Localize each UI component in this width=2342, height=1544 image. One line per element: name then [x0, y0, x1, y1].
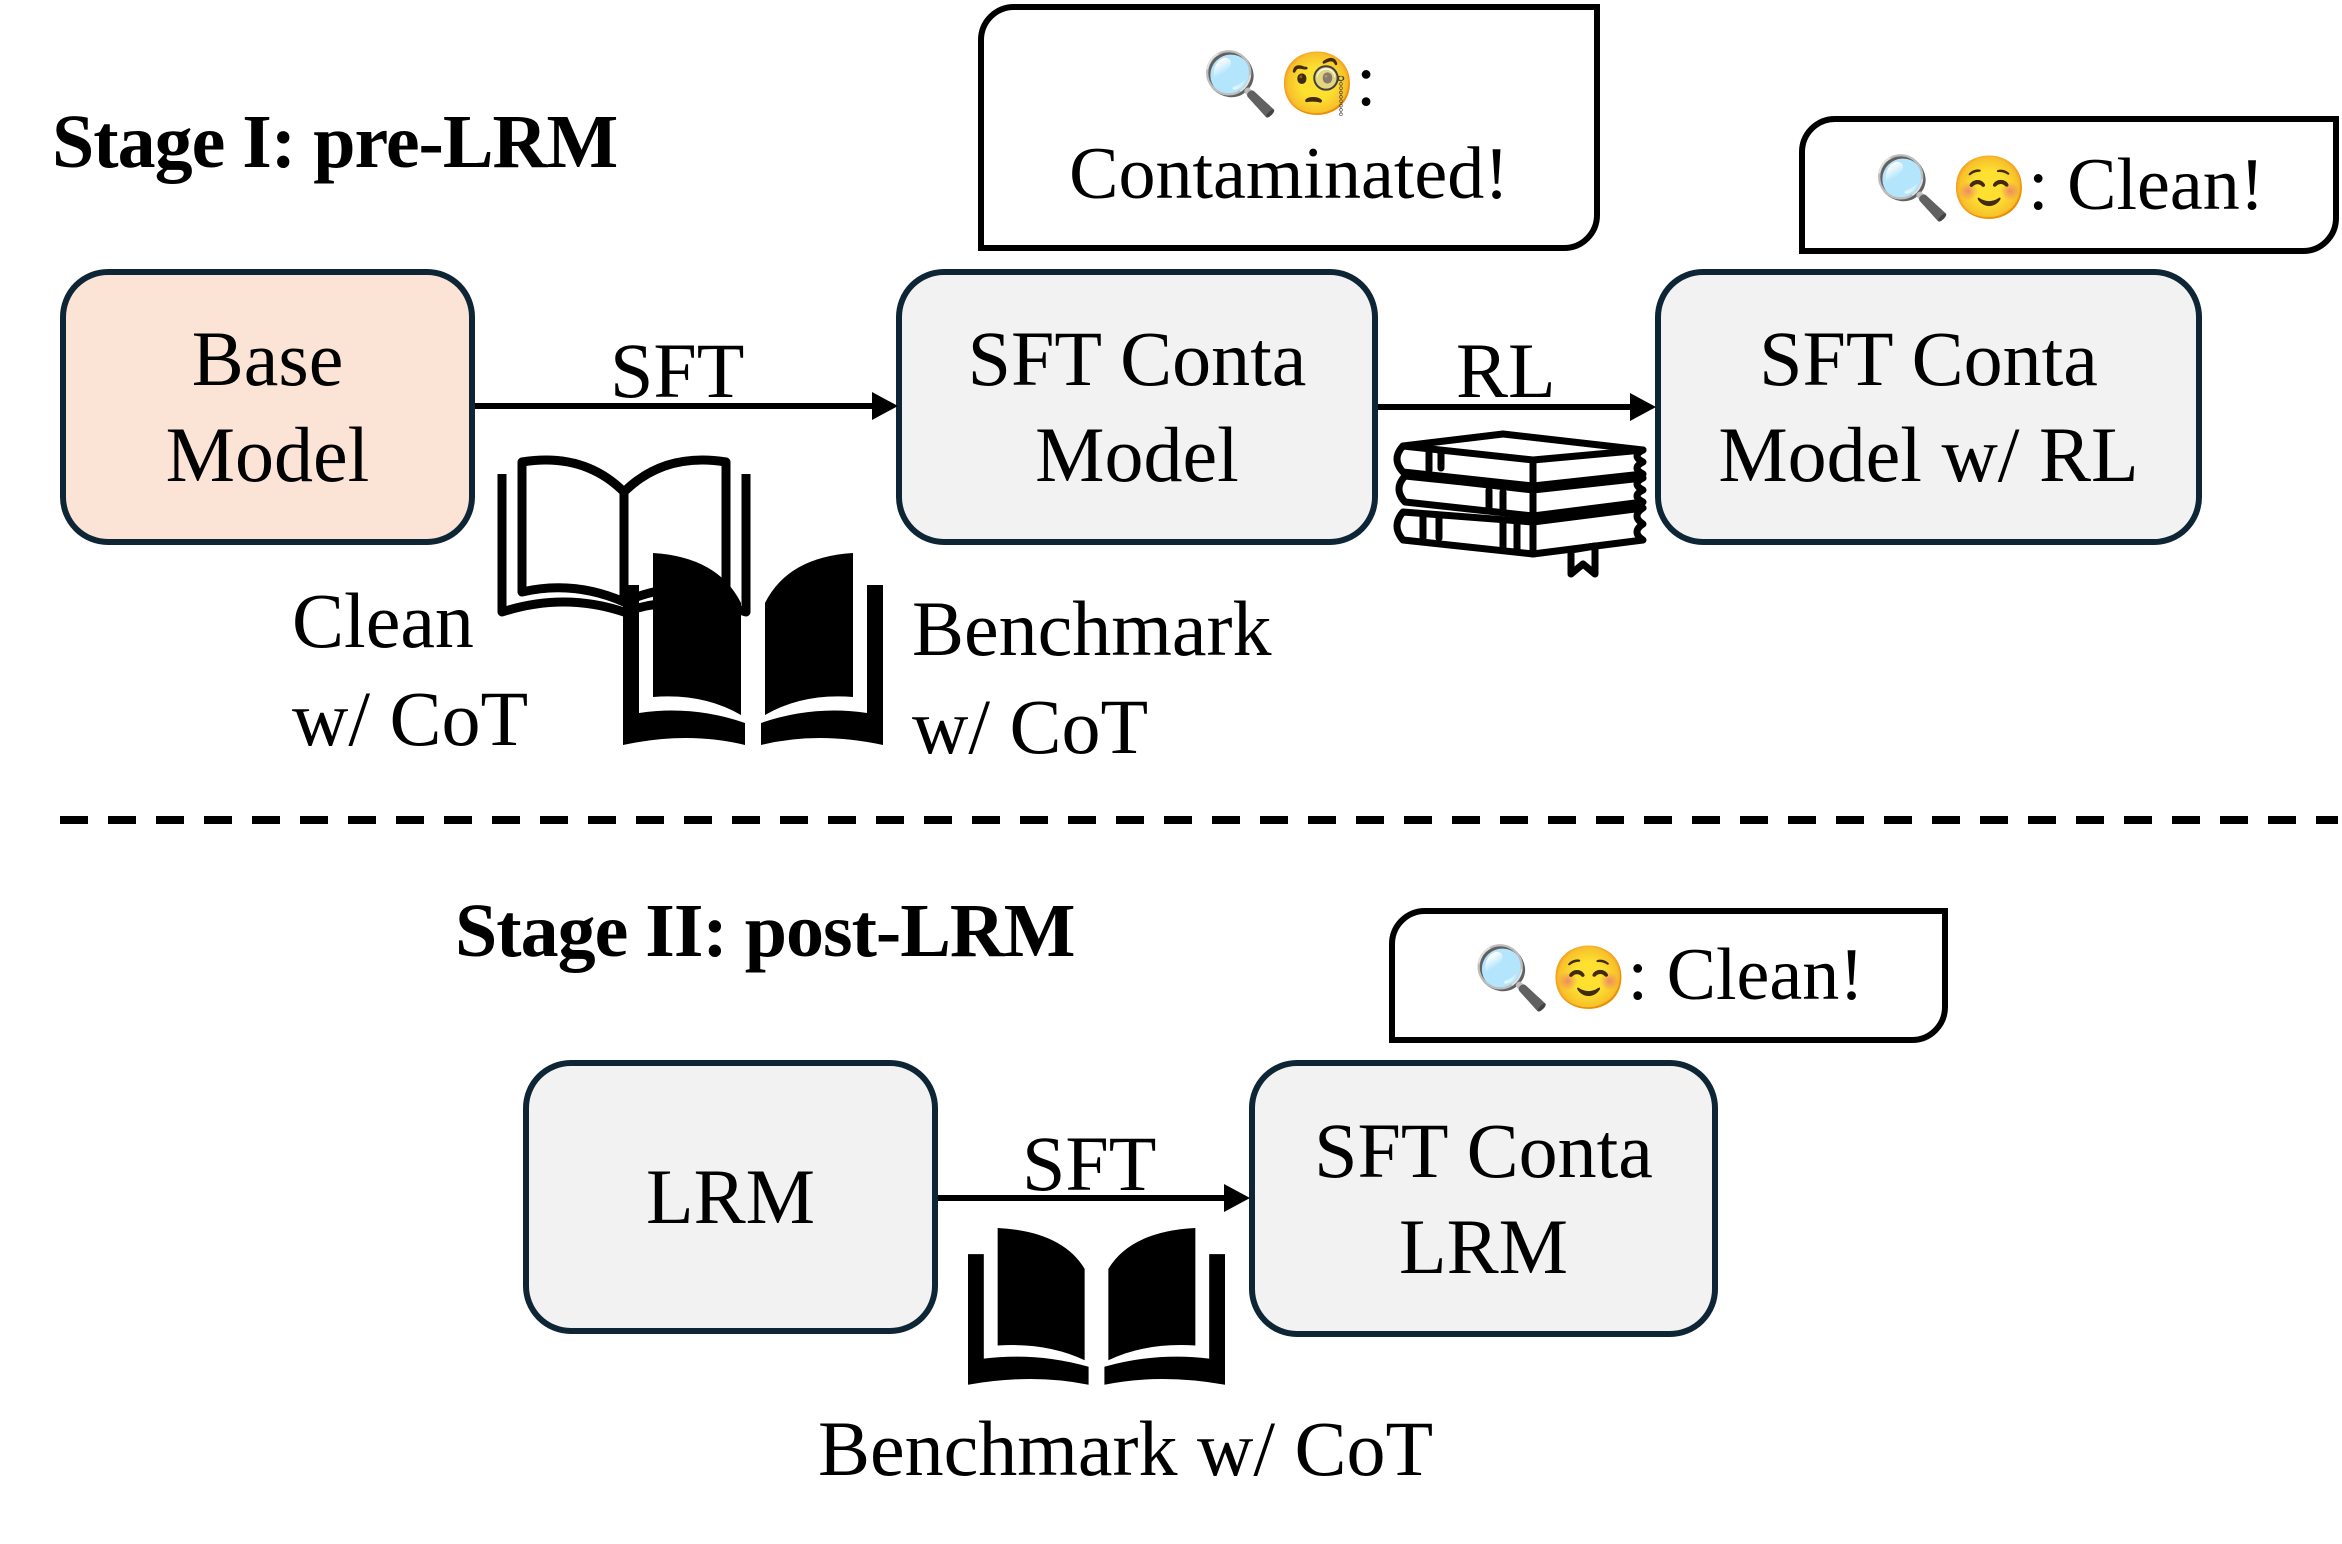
clean-data-label: Clean w/ CoT	[292, 572, 528, 768]
node-label-line2: Model	[165, 411, 370, 498]
node-label-line1: SFT Conta	[1314, 1106, 1653, 1194]
clean-callout-stage1: 🔍☺️: Clean!	[1799, 116, 2339, 254]
contaminated-callout: 🔍🧐: Contaminated!	[978, 4, 1600, 251]
sft-edge-label: SFT	[610, 327, 745, 414]
rl-arrowhead-icon	[1630, 393, 1656, 421]
rl-arrow-line	[1378, 404, 1634, 410]
base-model-node: Base Model	[60, 269, 475, 545]
callout-text: Contaminated!	[1069, 132, 1509, 215]
clean-callout-stage2: 🔍☺️: Clean!	[1389, 908, 1948, 1043]
benchmark-data-label-stage2: Benchmark w/ CoT	[818, 1405, 1434, 1492]
benchmark-data-label-line1: Benchmark	[912, 585, 1272, 672]
sft-conta-model-rl-node: SFT Conta Model w/ RL	[1655, 269, 2202, 545]
sft-arrow-line-stage2	[938, 1195, 1228, 1201]
node-label: LRM	[645, 1153, 816, 1240]
callout-text: : Clean!	[2028, 143, 2265, 226]
node-label-line1: SFT Conta	[1759, 315, 2098, 402]
stage2-title: Stage II: post-LRM	[455, 889, 1076, 973]
callout-colon: :	[1355, 40, 1377, 122]
sft-conta-model-node: SFT Conta Model	[896, 269, 1378, 545]
node-label-line1: SFT Conta	[967, 315, 1307, 402]
magnifier-monocle-emoji-icon: 🔍🧐	[1201, 47, 1356, 120]
benchmark-data-label: Benchmark w/ CoT	[912, 580, 1272, 776]
clean-data-label-line1: Clean	[292, 577, 474, 664]
magnifier-smiling-emoji-icon: 🔍☺️	[1873, 150, 2029, 224]
callout-text: : Clean!	[1627, 934, 1864, 1017]
lrm-node: LRM	[523, 1060, 938, 1334]
node-label-line1: Base	[191, 315, 344, 402]
clean-data-label-line2: w/ CoT	[292, 675, 529, 762]
sft-arrowhead-icon	[872, 392, 898, 420]
node-label-line2: Model	[1035, 411, 1239, 498]
stage1-title: Stage I: pre-LRM	[52, 100, 618, 184]
stage-divider-dashed-line	[60, 816, 2338, 824]
sft-conta-lrm-node: SFT Conta LRM	[1249, 1060, 1718, 1337]
book-stack-icon	[1393, 430, 1647, 578]
magnifier-smiling-emoji-icon: 🔍☺️	[1473, 941, 1628, 1015]
node-label-line2: Model w/ RL	[1718, 411, 2139, 498]
callout-emoji-row: 🔍🧐:	[1202, 35, 1377, 128]
open-book-solid-icon	[623, 553, 883, 745]
benchmark-data-label-line2: w/ CoT	[912, 683, 1149, 770]
sft-edge-label-stage2: SFT	[1022, 1120, 1157, 1207]
sft-arrowhead-icon-stage2	[1224, 1184, 1250, 1212]
open-book-solid-icon-stage2	[968, 1228, 1225, 1385]
rl-edge-label: RL	[1456, 327, 1556, 414]
sft-arrow-line	[475, 403, 875, 409]
node-label-line2: LRM	[1398, 1202, 1569, 1290]
